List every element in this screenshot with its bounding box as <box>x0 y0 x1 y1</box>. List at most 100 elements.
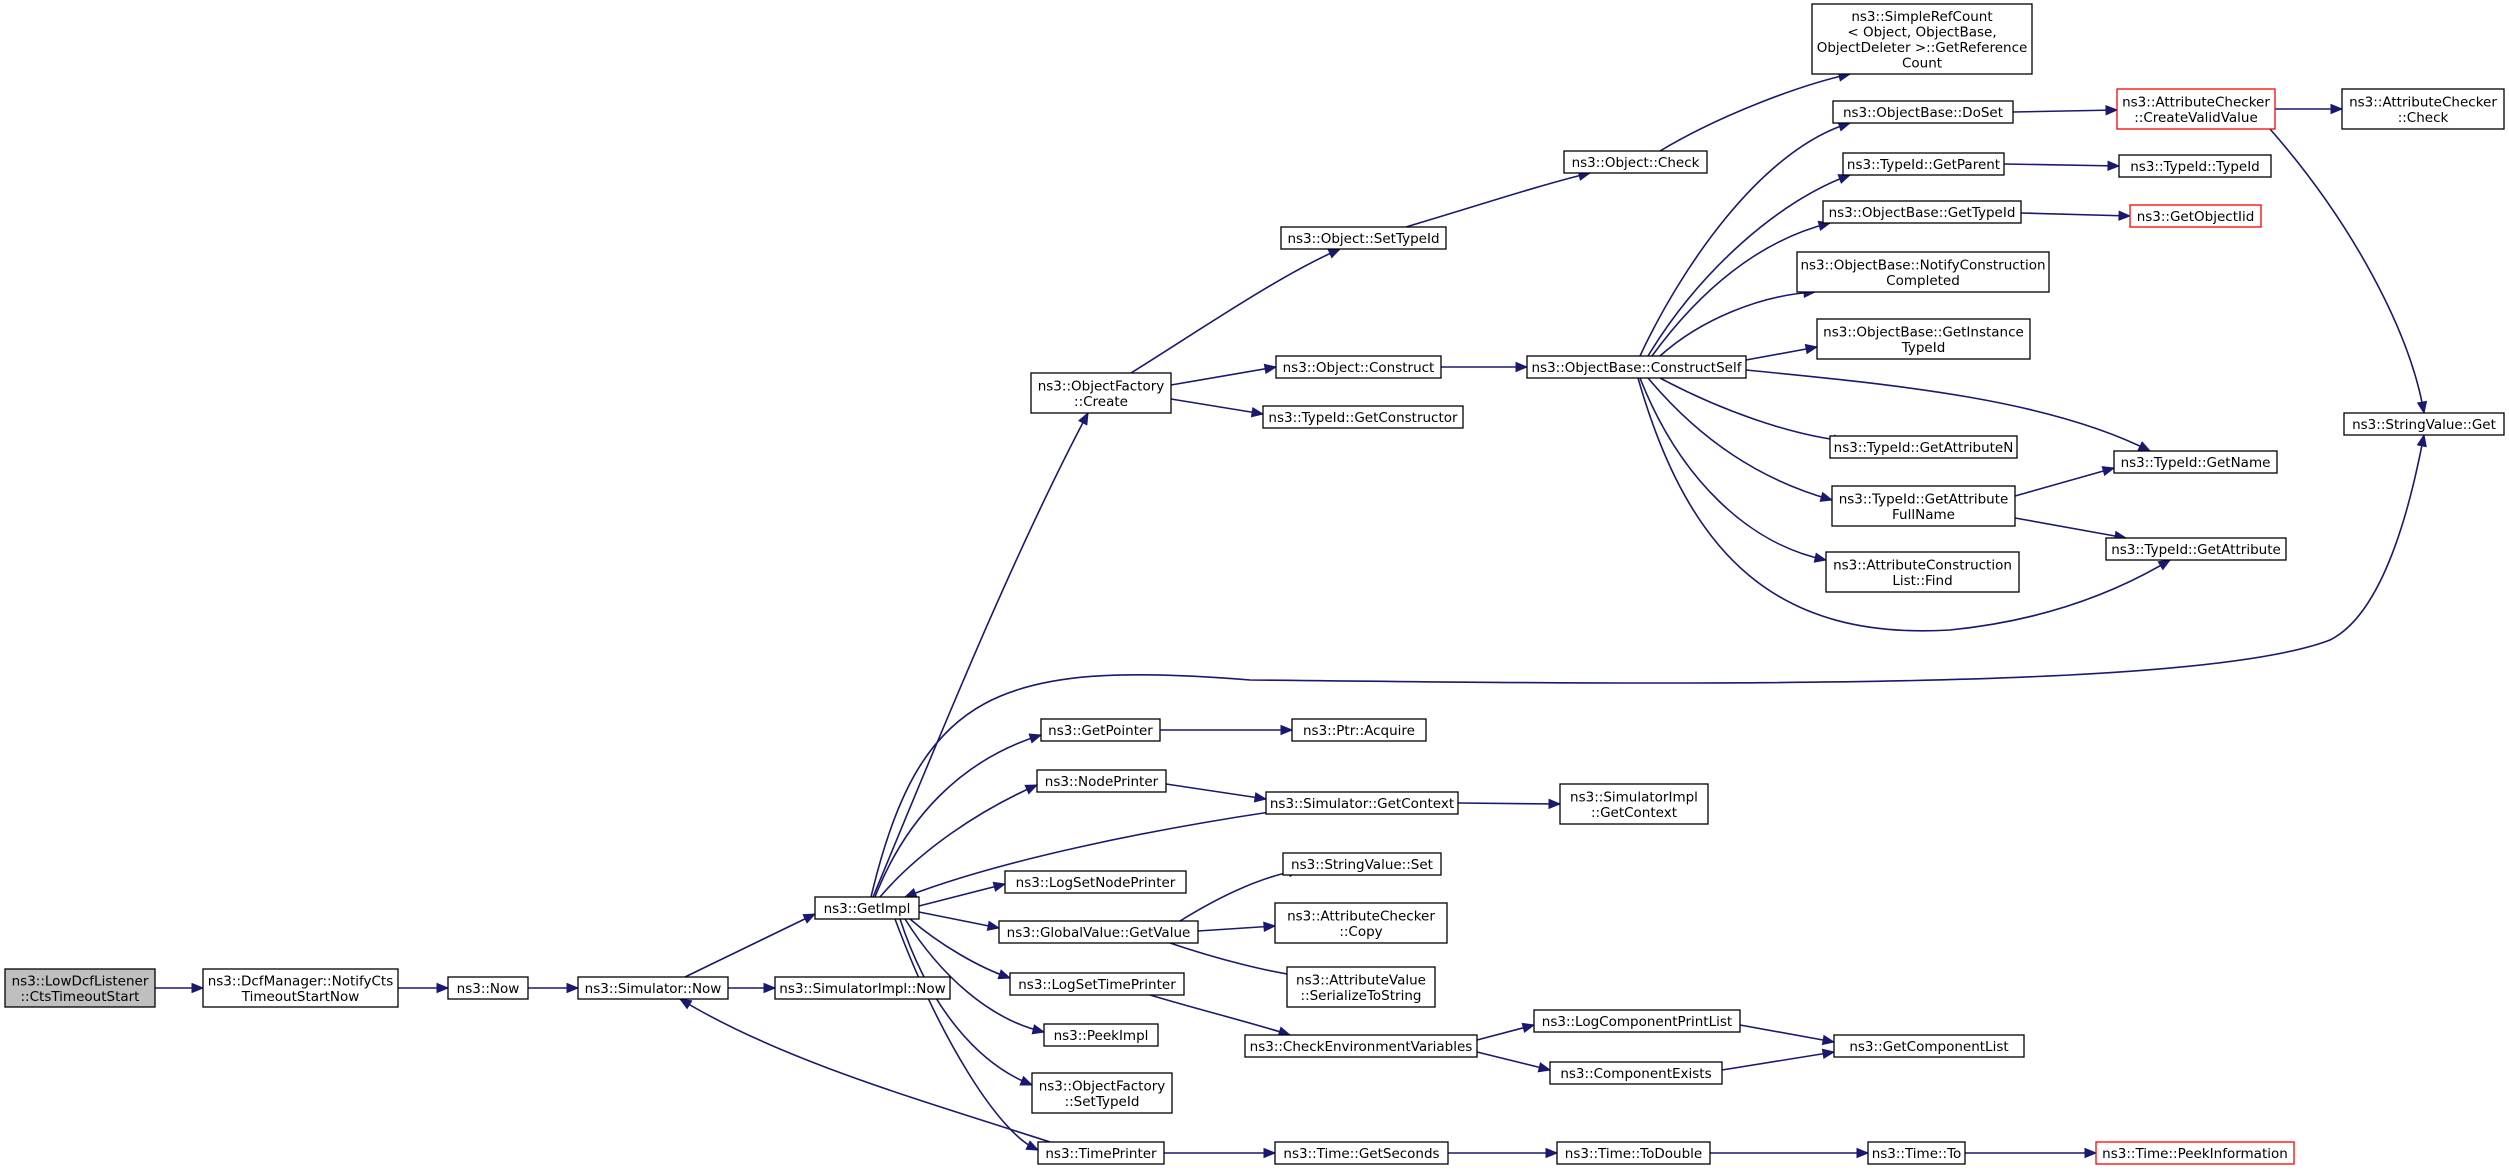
edge-timeto-to-peekinfo <box>1965 1147 2098 1159</box>
arrowhead <box>436 982 450 994</box>
node-now[interactable]: ns3::Now <box>447 976 529 1000</box>
node-box <box>1274 902 1448 944</box>
node-peekimpl[interactable]: ns3::PeekImpl <box>1043 1023 1159 1047</box>
node-label-line: < Object, ObjectBase, <box>1847 24 1996 40</box>
node-label-line: ns3::TypeId::GetName <box>2121 455 2271 471</box>
edge-obconstructself-to-obgetinst <box>1745 343 1819 361</box>
node-tidgetattrn[interactable]: ns3::TypeId::GetAttributeN <box>1829 435 2018 459</box>
node-objconstruct[interactable]: ns3::Object::Construct <box>1275 355 1442 379</box>
node-tidtypeid[interactable]: ns3::TypeId::TypeId <box>2118 154 2272 178</box>
node-obgettypeid[interactable]: ns3::ObjectBase::GetTypeId <box>1822 200 2022 224</box>
node-checkenv[interactable]: ns3::CheckEnvironmentVariables <box>1244 1034 1478 1058</box>
node-timetodouble[interactable]: ns3::Time::ToDouble <box>1556 1141 1711 1165</box>
node-label-line: ns3::TypeId::TypeId <box>2130 159 2260 175</box>
node-logcompprint[interactable]: ns3::LogComponentPrintList <box>1533 1009 1741 1033</box>
node-label-line: ns3::GlobalValue::GetValue <box>1007 925 1191 941</box>
node-tidgetattr[interactable]: ns3::TypeId::GetAttribute <box>2105 537 2287 561</box>
node-box <box>1816 318 2031 360</box>
node-ofcreate[interactable]: ns3::ObjectFactory::Create <box>1030 372 1172 414</box>
node-obconstructself[interactable]: ns3::ObjectBase::ConstructSelf <box>1526 355 1747 379</box>
node-simimplnow[interactable]: ns3::SimulatorImpl::Now <box>774 976 951 1000</box>
arrowhead <box>1019 1075 1034 1086</box>
node-compexists[interactable]: ns3::ComponentExists <box>1549 1061 1723 1085</box>
edge-timegetsec-to-timetodouble <box>1448 1147 1559 1159</box>
node-box <box>1275 355 1442 379</box>
edge-getimpl-to-ofcreate <box>872 411 1089 898</box>
edge-objconstruct-to-obconstructself <box>1441 361 1529 373</box>
node-label-line: ObjectDeleter >::GetReference <box>1817 40 2028 56</box>
arrowhead <box>1837 174 1852 184</box>
node-label-line: ns3::Time::ToDouble <box>1565 1146 1702 1162</box>
node-tidgetname[interactable]: ns3::TypeId::GetName <box>2113 450 2278 474</box>
node-obnotify[interactable]: ns3::ObjectBase::NotifyConstructionCompl… <box>1796 251 2050 293</box>
node-simimplctx[interactable]: ns3::SimulatorImpl::GetContext <box>1559 783 1709 825</box>
edge-obconstructself-to-tidgetattrn <box>1659 377 1847 445</box>
edge-simnow-to-getimpl <box>684 913 817 978</box>
node-nodeprinter[interactable]: ns3::NodePrinter <box>1036 769 1167 793</box>
arrowhead <box>2416 400 2428 415</box>
edge-obconstructself-to-obdoset <box>1639 121 1852 357</box>
edge-root-to-dcf <box>155 982 205 994</box>
node-box <box>774 976 951 1000</box>
arrowhead <box>1521 1022 1536 1033</box>
arrowhead <box>1253 792 1268 803</box>
arrowhead <box>2157 559 2172 571</box>
edge-getpointer-to-ptracquire <box>1160 724 1294 736</box>
node-avser[interactable]: ns3::AttributeValue::SerializeToString <box>1286 966 1436 1008</box>
node-peekinfo[interactable]: ns3::Time::PeekInformation <box>2095 1141 2295 1165</box>
node-simgetctx[interactable]: ns3::Simulator::GetContext <box>1265 791 1459 815</box>
node-ofsettypeid[interactable]: ns3::ObjectFactory::SetTypeId <box>1031 1072 1173 1114</box>
arrowhead <box>986 920 1001 931</box>
node-objsettypeid[interactable]: ns3::Object::SetTypeId <box>1280 226 1447 250</box>
node-ptracquire[interactable]: ns3::Ptr::Acquire <box>1291 718 1427 742</box>
node-timeto[interactable]: ns3::Time::To <box>1867 1141 1966 1165</box>
node-acopy[interactable]: ns3::AttributeChecker::Copy <box>1274 902 1448 944</box>
node-timegetsec[interactable]: ns3::Time::GetSeconds <box>1274 1141 1449 1165</box>
node-box <box>1829 435 2018 459</box>
node-box <box>1556 1141 1711 1165</box>
node-dcf[interactable]: ns3::DcfManager::NotifyCtsTimeoutStartNo… <box>202 968 399 1008</box>
node-box <box>1031 1072 1173 1114</box>
node-box <box>577 976 729 1000</box>
node-strvalset[interactable]: ns3::StringValue::Set <box>1282 852 1442 876</box>
node-obdoset[interactable]: ns3::ObjectBase::DoSet <box>1832 100 2014 124</box>
node-timeprinter[interactable]: ns3::TimePrinter <box>1037 1141 1165 1165</box>
edge-timeprinter-to-timegetsec <box>1164 1147 1277 1159</box>
node-label-line: ns3::Time::To <box>1872 1146 1962 1162</box>
node-accheck[interactable]: ns3::AttributeChecker::Check <box>2341 88 2505 130</box>
node-box <box>1037 1141 1165 1165</box>
node-label-line: ns3::ObjectBase::ConstructSelf <box>1532 360 1743 376</box>
node-simplerefcount[interactable]: ns3::SimpleRefCount< Object, ObjectBase,… <box>1811 3 2033 75</box>
node-box <box>1009 972 1185 996</box>
edge-getimpl-to-timeprinter <box>894 918 1040 1151</box>
node-accreate[interactable]: ns3::AttributeChecker::CreateValidValue <box>2116 88 2276 130</box>
node-label-line: ns3::NodePrinter <box>1045 774 1159 790</box>
node-gvgetvalue[interactable]: ns3::GlobalValue::GetValue <box>998 920 1199 944</box>
arrowhead <box>1856 1147 1870 1159</box>
node-strvalget[interactable]: ns3::StringValue::Get <box>2343 412 2505 436</box>
arrowhead <box>1025 1140 1040 1151</box>
node-box <box>1040 718 1161 742</box>
node-logsettime[interactable]: ns3::LogSetTimePrinter <box>1009 972 1185 996</box>
node-box <box>2116 88 2276 130</box>
node-objcheck[interactable]: ns3::Object::Check <box>1563 150 1708 174</box>
edge-obdoset-to-accreate <box>2012 104 2119 116</box>
node-tidgetctor[interactable]: ns3::TypeId::GetConstructor <box>1262 405 1464 429</box>
node-simnow[interactable]: ns3::Simulator::Now <box>577 976 729 1000</box>
node-tidgetparent[interactable]: ns3::TypeId::GetParent <box>1842 152 2005 176</box>
node-label-line: ns3::TypeId::GetAttributeN <box>1834 440 2014 456</box>
arrowhead <box>2330 103 2344 115</box>
node-root[interactable]: ns3::LowDcfListener::CtsTimeoutStart <box>4 968 156 1008</box>
node-box <box>2105 537 2287 561</box>
node-getobjectiid[interactable]: ns3::GetObjectIid <box>2129 204 2262 228</box>
node-getpointer[interactable]: ns3::GetPointer <box>1040 718 1161 742</box>
node-label-line: ns3::TypeId::GetAttribute <box>2111 542 2281 558</box>
arrowhead <box>2101 466 2116 477</box>
node-logsetnode[interactable]: ns3::LogSetNodePrinter <box>1004 870 1187 894</box>
node-getcomplist[interactable]: ns3::GetComponentList <box>1833 1034 2025 1058</box>
node-getimpl[interactable]: ns3::GetImpl <box>814 896 920 920</box>
node-label-line: ns3::AttributeChecker <box>2349 94 2497 110</box>
